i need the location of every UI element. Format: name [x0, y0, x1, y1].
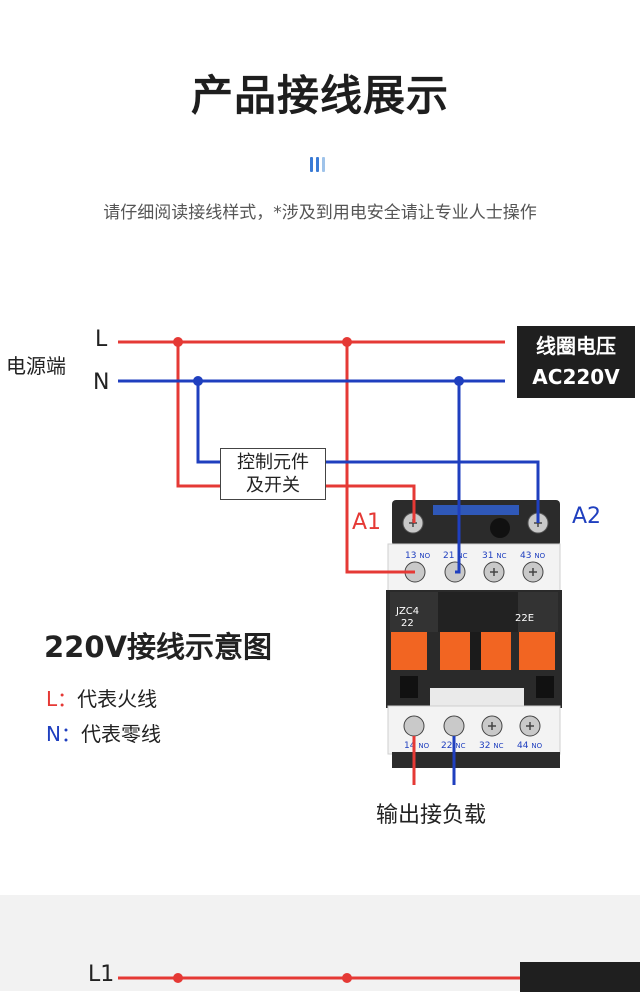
- control-switch-line1: 控制元件: [237, 452, 309, 473]
- bottom-terminal-22: 22 NC: [441, 741, 466, 751]
- legend-live-desc: 代表火线: [77, 687, 158, 711]
- legend-neutral-key: N：: [46, 722, 81, 746]
- contactor-code: 22E: [515, 613, 534, 624]
- next-section-line-label: L1: [88, 962, 115, 987]
- terminal-a2-label: A2: [572, 504, 602, 529]
- bottom-terminal-32: 32 NC: [479, 741, 504, 751]
- safety-subtitle: 请仔细阅读接线样式，*涉及到用电安全请让专业人士操作: [103, 203, 537, 223]
- top-terminal-21: 21 NC: [443, 551, 468, 561]
- neutral-junction-dots: [193, 376, 464, 386]
- title-divider-icon: [310, 157, 328, 173]
- coil-voltage-value: AC220V: [532, 365, 620, 389]
- page-title: 产品接线展示: [190, 71, 449, 120]
- top-terminal-43: 43 NO: [520, 551, 546, 561]
- power-source-label: 电源端: [6, 354, 66, 378]
- contactor-model-sub: 22: [401, 618, 414, 629]
- bottom-terminal-14: 14 NO: [404, 741, 430, 751]
- next-section-coil-box: [520, 962, 640, 992]
- output-load-label: 输出接负载: [376, 803, 487, 828]
- coil-voltage-title: 线圈电压: [536, 334, 616, 358]
- contactor-illustration: JZC4 22 22E 13 NO 21 NC 31 NC 43 NO 14 N…: [386, 500, 562, 768]
- top-terminal-31: 31 NC: [482, 551, 507, 561]
- contactor-model: JZC4: [395, 606, 419, 617]
- neutral-wires: [118, 379, 540, 785]
- legend-live: L：代表火线: [46, 683, 157, 712]
- bottom-terminal-44: 44 NO: [517, 741, 543, 751]
- legend-neutral-desc: 代表零线: [80, 722, 161, 746]
- terminal-a1-label: A1: [352, 510, 382, 535]
- live-junction-dots: [173, 337, 352, 347]
- diagram-heading: 220V接线示意图: [44, 630, 272, 664]
- legend-live-key: L：: [46, 687, 78, 711]
- coil-voltage-box: 线圈电压 AC220V: [517, 326, 635, 398]
- control-switch-box: 控制元件 及开关: [220, 448, 326, 500]
- neutral-line-label: N: [93, 370, 110, 395]
- live-line-label: L: [95, 327, 108, 352]
- top-terminal-13: 13 NO: [405, 551, 431, 561]
- control-switch-line2: 及开关: [246, 475, 300, 496]
- legend-neutral: N：代表零线: [46, 718, 161, 747]
